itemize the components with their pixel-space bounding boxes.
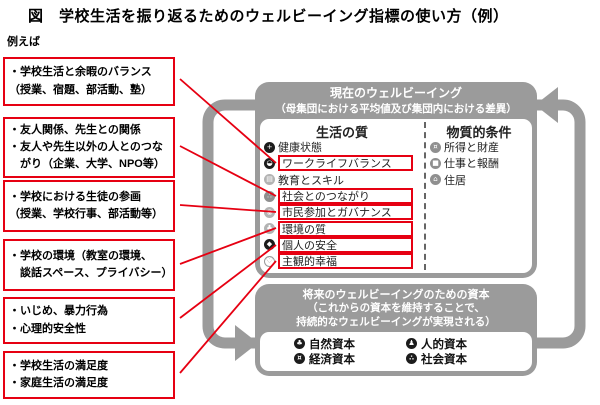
- material-item-jobs: ■ 仕事と報酬: [426, 155, 532, 171]
- qol-item-education: ▤ 教育とスキル: [260, 172, 424, 188]
- qol-item-work-life-balance-label: ワークライフバランス: [278, 155, 413, 172]
- jobs-earnings-icon: ■: [430, 157, 441, 169]
- subjective-wellbeing-icon: ♡: [264, 255, 275, 267]
- qol-item-civic-engagement-label: 市民参加とガバナンス: [278, 204, 413, 221]
- example-label: 例えば: [7, 36, 40, 48]
- material-item-income: ¤ 所得と財産: [426, 139, 532, 155]
- example-box-balance: ・学校生活と余暇のバランス （授業、宿題、部活動、塾）: [3, 57, 175, 106]
- capital-natural: ♣ 自然資本: [294, 336, 406, 351]
- figure-title: 図 学校生活を振り返るためのウェルビーイング指標の使い方（例）: [28, 8, 509, 25]
- capital-social: ∴ 社会資本: [406, 351, 518, 366]
- future-capitals-panel: ♣ 自然資本 ♟ 人的資本 ¤ 経済資本 ∴ 社会資本: [260, 332, 532, 371]
- example-box-satisfaction: ・学校生活の満足度 ・家庭生活の満足度: [3, 351, 175, 399]
- example-box-relationships: ・友人関係、先生との関係 ・友人や先生以外の人とのつな がり（企業、大学、NPO…: [3, 117, 175, 178]
- current-wellbeing-panel: 生活の質 + 健康状態 ◒ ワークライフバランス ▤ 教育とスキル ∴ 社会との…: [260, 119, 532, 273]
- material-conditions-column: 物質的条件 ¤ 所得と財産 ■ 仕事と報酬 ⌂ 住居: [426, 119, 532, 188]
- qol-item-personal-safety-label: 個人の安全: [278, 236, 413, 253]
- personal-safety-icon: ◆: [264, 239, 275, 251]
- example-box-participation-text: ・学校における生徒の参画 （授業、学校行事、部活動等）: [9, 190, 163, 220]
- current-wellbeing-title: 現在のウェルビーイング: [329, 86, 462, 100]
- example-box-relationships-text: ・友人関係、先生との関係 ・友人や先生以外の人とのつな がり（企業、大学、NPO…: [9, 123, 165, 171]
- example-box-participation: ・学校における生徒の参画 （授業、学校行事、部活動等）: [3, 180, 175, 232]
- material-item-housing-label: 住居: [444, 174, 466, 187]
- qol-item-personal-safety: ◆ 個人の安全: [260, 236, 424, 253]
- civic-engagement-icon: ◉: [264, 206, 275, 218]
- capital-economic: ¤ 経済資本: [294, 351, 406, 366]
- current-wellbeing-subtitle: （母集団における平均値及び集団内における差異）: [275, 103, 517, 116]
- quality-of-life-header: 生活の質: [315, 125, 368, 140]
- material-conditions-header: 物質的条件: [446, 125, 512, 140]
- capital-human-label: 人的資本: [421, 338, 467, 351]
- material-item-income-label: 所得と財産: [444, 142, 499, 155]
- qol-item-environment-quality-label: 環境の質: [278, 220, 413, 237]
- environment-quality-icon: ♣: [264, 223, 275, 235]
- qol-item-work-life-balance: ◒ ワークライフバランス: [260, 155, 424, 172]
- example-box-balance-text: ・学校生活と余暇のバランス （授業、宿題、部活動、塾）: [9, 66, 152, 96]
- example-box-environment-text: ・学校の環境（教室の環境、 談話スペース、プライバシー）: [9, 249, 173, 279]
- capital-economic-label: 経済資本: [309, 353, 355, 366]
- capital-social-label: 社会資本: [421, 353, 467, 366]
- future-capitals-subtitle-line1: （これからの資本を維持することで、: [307, 302, 485, 315]
- qol-item-subjective-wellbeing-label: 主観的幸福: [278, 253, 413, 270]
- capitals-grid: ♣ 自然資本 ♟ 人的資本 ¤ 経済資本 ∴ 社会資本: [260, 332, 532, 366]
- current-wellbeing-box: 現在のウェルビーイング （母集団における平均値及び集団内における差異） 生活の質…: [255, 82, 537, 278]
- example-box-safety-text: ・いじめ、暴力行為 ・心理的安全性: [9, 305, 108, 335]
- qol-item-social-connections: ∴ 社会とのつながり: [260, 188, 424, 205]
- capital-human: ♟ 人的資本: [406, 336, 518, 351]
- housing-icon: ⌂: [430, 174, 441, 186]
- future-capitals-title: 将来のウェルビーイングのための資本: [302, 289, 490, 301]
- qol-item-civic-engagement: ◉ 市民参加とガバナンス: [260, 204, 424, 221]
- material-item-housing: ⌂ 住居: [426, 172, 532, 188]
- example-box-satisfaction-text: ・学校生活の満足度 ・家庭生活の満足度: [9, 359, 108, 389]
- future-capitals-subtitle-line2: 持続的なウェルビーイングが実現される）: [296, 315, 496, 328]
- example-box-environment: ・学校の環境（教室の環境、 談話スペース、プライバシー）: [3, 239, 175, 291]
- economic-capital-icon: ¤: [294, 353, 305, 364]
- qol-item-environment-quality: ♣ 環境の質: [260, 220, 424, 237]
- qol-item-subjective-wellbeing: ♡ 主観的幸福: [260, 253, 424, 270]
- qol-item-social-connections-label: 社会とのつながり: [278, 188, 413, 205]
- social-connections-icon: ∴: [264, 190, 275, 202]
- qol-item-health: + 健康状態: [260, 139, 424, 155]
- human-capital-icon: ♟: [406, 338, 417, 349]
- quality-of-life-column: 生活の質 + 健康状態 ◒ ワークライフバランス ▤ 教育とスキル ∴ 社会との…: [260, 119, 424, 270]
- work-life-balance-icon: ◒: [264, 157, 275, 169]
- future-capitals-box: 将来のウェルビーイングのための資本 （これからの資本を維持することで、 持続的な…: [255, 284, 537, 376]
- arrow-into-current-icon: [535, 87, 558, 123]
- education-icon: ▤: [264, 174, 275, 186]
- example-box-safety: ・いじめ、暴力行為 ・心理的安全性: [3, 297, 175, 344]
- qol-item-health-label: 健康状態: [278, 142, 322, 155]
- income-wealth-icon: ¤: [430, 141, 441, 153]
- qol-item-education-label: 教育とスキル: [278, 174, 344, 187]
- capital-natural-label: 自然資本: [309, 338, 355, 351]
- natural-capital-icon: ♣: [294, 338, 305, 349]
- material-item-jobs-label: 仕事と報酬: [444, 158, 499, 171]
- health-icon: +: [264, 141, 275, 153]
- social-capital-icon: ∴: [406, 353, 417, 364]
